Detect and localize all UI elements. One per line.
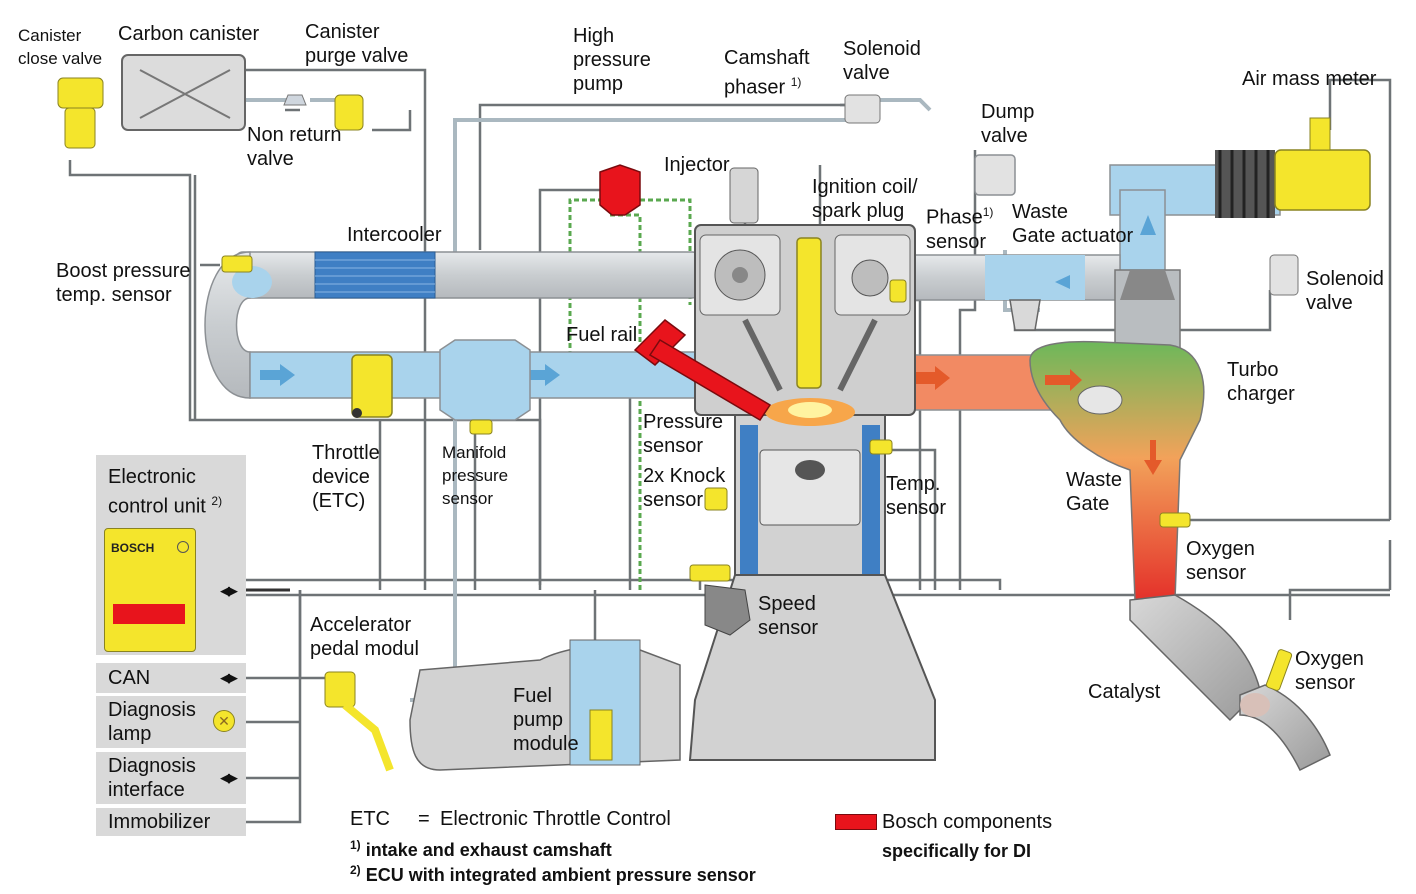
legend-bosch-line1: Bosch components [882, 811, 1053, 833]
turbine-housing [1029, 340, 1205, 601]
legend-note-2: 2) ECU with integrated ambient pressure … [350, 863, 756, 885]
ecu-connector-icon [177, 541, 189, 553]
speed-sensor-wheel [704, 584, 751, 636]
intake-bellows [1215, 150, 1275, 218]
ecu-brand: BOSCH [111, 541, 155, 555]
ecu-item-immobilizer: Immobilizer [108, 811, 211, 833]
label-injector: Injector [664, 154, 730, 176]
throttle-device [351, 354, 393, 418]
ecu-box: BOSCH [104, 528, 196, 652]
can-arrows-icon: ◀▶ [220, 670, 238, 685]
phase-sensor [889, 279, 907, 303]
ecu-item-can: CAN [108, 667, 151, 689]
solenoid-valve-right [1269, 254, 1299, 296]
dump-valve [974, 154, 1016, 196]
legend-etc-abbr: ETC [350, 808, 390, 830]
temp-sensor-engine [869, 439, 893, 455]
non-return-valve [283, 94, 307, 106]
label-carbon-canister: Carbon canister [118, 23, 260, 45]
solenoid-valve-top [844, 94, 881, 124]
ecu-item-can-row [96, 663, 246, 693]
canister-purge-valve [334, 94, 364, 131]
label-phase-sensor: Phase1) sensor [926, 205, 994, 253]
label-air-mass-meter: Air mass meter [1242, 68, 1377, 90]
canister-close-valve [57, 77, 104, 109]
ecu-red-strip [113, 604, 185, 624]
ecu-item-immobilizer-row [96, 808, 246, 836]
ecu-bus-arrows: ◀▶ [220, 583, 238, 598]
intake-plenum [439, 339, 531, 421]
label-intercooler: Intercooler [347, 224, 442, 246]
label-ignition-coil: Ignition coil/spark plug [812, 176, 918, 222]
ignition-coil [796, 237, 822, 389]
waste-gate-actuator [1009, 299, 1041, 331]
diagnosis-lamp-icon: ✕ [213, 710, 235, 732]
legend-etc-eq: = [418, 808, 430, 830]
legend-bosch-swatch [835, 814, 877, 830]
label-catalyst: Catalyst [1088, 681, 1161, 703]
ecu-item-diagnosis-interface: Diagnosis interface [108, 755, 196, 801]
interface-arrows-icon: ◀▶ [220, 770, 238, 785]
ecu-item-diagnosis-lamp: Diagnosis lamp [108, 699, 196, 745]
legend-bosch-line2: specifically for DI [882, 841, 1032, 861]
oxygen-sensor-2 [1265, 649, 1293, 691]
oxygen-sensor-1 [1159, 512, 1191, 528]
manifold-sensor [469, 419, 493, 435]
intake-pipe-upper [234, 251, 701, 299]
boost-sensor [221, 255, 253, 273]
camshaft-phaser [729, 167, 759, 224]
intercooler-core [314, 251, 436, 299]
ecu-item-interface-row [96, 752, 246, 804]
label-temp-sensor: Temp.sensor [886, 473, 947, 519]
label-camshaft-phaser: Camshaft phaser 1) [724, 47, 810, 99]
air-mass-meter [1274, 149, 1371, 211]
legend-note-1: 1) intake and exhaust camshaft [350, 838, 612, 860]
knock-sensor [704, 487, 728, 511]
legend-etc-text: Electronic Throttle Control [440, 808, 671, 830]
ecu-title: Electronic control unit 2) [108, 466, 223, 518]
accelerator-pedal [324, 671, 394, 772]
fuel-rail [633, 319, 772, 422]
label-fuel-rail: Fuel rail [566, 324, 638, 346]
high-pressure-pump [599, 164, 641, 216]
